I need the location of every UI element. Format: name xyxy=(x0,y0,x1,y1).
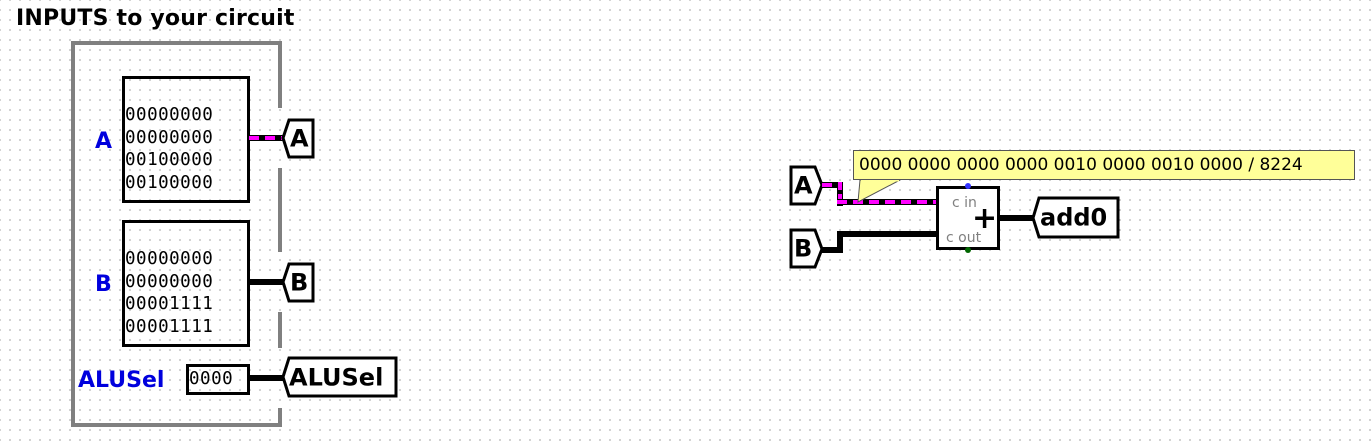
tunnel-shape-icon xyxy=(789,165,824,206)
wire-adder-output[interactable] xyxy=(998,215,1035,221)
wire-b-adder-seg1[interactable] xyxy=(822,247,843,253)
tunnel-shape-icon xyxy=(281,356,398,398)
tunnel-a-left-label: A xyxy=(290,124,309,153)
tunnel-alusel-left-label: ALUSel xyxy=(289,362,384,391)
frame-left xyxy=(71,41,75,427)
tunnel-a-left[interactable]: A xyxy=(281,118,315,160)
input-alusel-bits: 0000 xyxy=(189,368,247,391)
input-a-bits-row[interactable]: 00000000 xyxy=(125,127,214,148)
wire-value-tooltip: 0000 0000 0000 0000 0010 0000 0010 0000 … xyxy=(853,150,1355,180)
tunnel-alusel-left[interactable]: ALUSel xyxy=(281,356,398,399)
input-b-bits-row[interactable]: 00001111 xyxy=(125,316,214,337)
frame-right-seg-1 xyxy=(278,41,282,108)
tunnel-b-left[interactable]: B xyxy=(281,262,315,304)
frame-right-seg-2 xyxy=(278,168,282,252)
input-alusel-pin[interactable]: 0000 xyxy=(186,364,250,395)
input-b-bits-row[interactable]: 00000000 xyxy=(125,271,214,292)
tunnel-b-right[interactable]: B xyxy=(789,228,825,270)
carry-out-label: c out xyxy=(946,230,982,246)
input-a-label: A xyxy=(95,129,113,154)
plus-icon: + xyxy=(972,201,998,236)
input-b-label: B xyxy=(95,272,112,297)
input-a-bits-row[interactable]: 00100000 xyxy=(125,150,214,170)
wire-alusel[interactable] xyxy=(249,375,283,381)
wire-a-adder-seg1[interactable] xyxy=(822,182,843,188)
input-a-pin[interactable]: 00000000 00000000 00100000 00100000 xyxy=(122,76,250,203)
input-alusel-bits-row[interactable]: 0000 xyxy=(189,368,234,389)
input-a-bits-row[interactable]: 00100000 xyxy=(125,172,214,193)
carry-in-port[interactable] xyxy=(965,183,971,189)
tunnel-shape-icon xyxy=(281,118,315,159)
wire-b-adder-seg2[interactable] xyxy=(837,231,843,253)
frame-top xyxy=(71,41,282,45)
tunnel-add0-label: add0 xyxy=(1040,203,1108,232)
tunnel-b-left-label: B xyxy=(290,268,309,297)
carry-in-label: c in xyxy=(952,195,977,211)
tunnel-shape-icon xyxy=(789,228,824,269)
wire-b-adder-seg3[interactable] xyxy=(837,231,938,237)
input-a-bits: 00000000 00000000 00100000 00100000 xyxy=(125,104,247,194)
input-b-bits-row[interactable]: 00001111 xyxy=(125,294,214,314)
tunnel-b-right-label: B xyxy=(794,234,813,263)
wire-a-adder-seg3[interactable] xyxy=(837,199,938,205)
tunnel-add0[interactable]: add0 xyxy=(1031,196,1120,240)
frame-bottom xyxy=(71,423,282,427)
tunnel-shape-icon xyxy=(281,262,315,303)
input-b-bits: 00000000 00000000 00001111 00001111 xyxy=(125,248,247,338)
tunnel-a-right-label: A xyxy=(794,171,813,200)
wire-b[interactable] xyxy=(249,279,283,285)
carry-out-port[interactable] xyxy=(965,247,971,253)
frame-right-seg-4 xyxy=(278,408,282,427)
wire-a-adder-seg2[interactable] xyxy=(837,182,843,206)
frame-right-seg-3 xyxy=(278,312,282,348)
section-title: INPUTS to your circuit xyxy=(16,6,295,31)
input-a-bits-row[interactable]: 00000000 xyxy=(125,105,214,125)
adder-component[interactable]: c in + c out xyxy=(936,186,1000,250)
wire-a-selected[interactable] xyxy=(249,135,283,141)
tunnel-a-right[interactable]: A xyxy=(789,165,825,207)
input-b-bits-row[interactable]: 00000000 xyxy=(125,249,214,269)
tunnel-shape-icon xyxy=(1031,196,1120,239)
input-alusel-label: ALUSel xyxy=(78,368,165,393)
tooltip-pointer-icon xyxy=(857,179,901,203)
input-b-pin[interactable]: 00000000 00000000 00001111 00001111 xyxy=(122,220,250,347)
